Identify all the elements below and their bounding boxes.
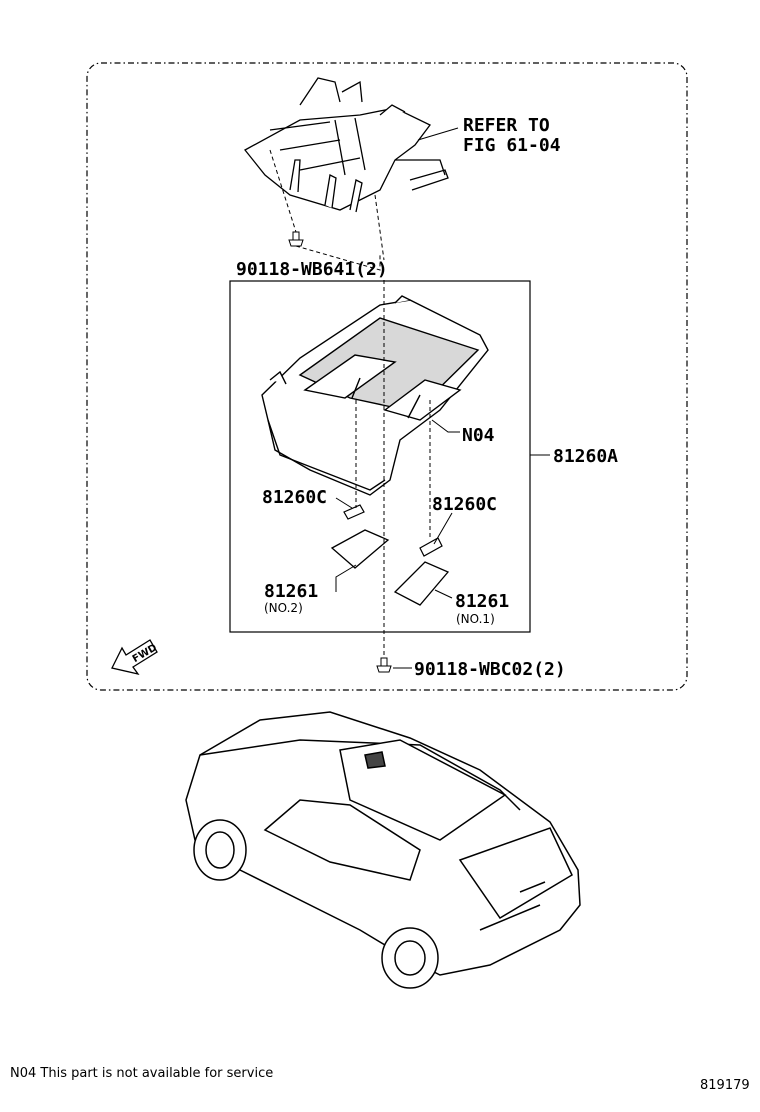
- roof-bracket-drawing: [244, 77, 449, 213]
- refer-to-line2: FIG 61-04: [463, 135, 561, 156]
- assembly-frame: [229, 280, 531, 633]
- bulb-right-icon: [419, 537, 443, 557]
- lens-right-icon: [393, 561, 450, 606]
- bulb-left-icon: [343, 504, 365, 520]
- lens-right-part-number: 81261: [455, 591, 509, 612]
- bolt-bottom-part-number: 90118-WBC02(2): [414, 659, 566, 680]
- leader-lines: [335, 419, 550, 669]
- outer-frame: [86, 62, 688, 691]
- lens-left-part-number: 81261: [264, 581, 318, 602]
- refer-to-line1: REFER TO: [463, 115, 550, 136]
- vehicle-illustration: [185, 711, 581, 989]
- bolt-top-part-number: 90118-WB641(2): [236, 259, 388, 280]
- map-lamp-assembly-drawing: [261, 295, 489, 496]
- refer-leader: [417, 127, 459, 141]
- figure-code: 819179: [700, 1078, 750, 1093]
- lens-left-icon: [330, 529, 390, 569]
- n04-label: N04: [462, 425, 495, 446]
- bolt-top-leader: [269, 149, 381, 271]
- bolt-bottom-icon: [376, 657, 392, 673]
- bulb-left-part-number: 81260C: [262, 487, 327, 508]
- lens-right-sub-label: (NO.1): [456, 612, 495, 626]
- fwd-arrow-icon: [111, 639, 158, 676]
- assembly-part-number: 81260A: [553, 446, 618, 467]
- footnote: N04 This part is not available for servi…: [10, 1066, 274, 1081]
- bolt-top-icon: [288, 231, 304, 247]
- bulb-right-part-number: 81260C: [432, 494, 497, 515]
- lens-left-sub-label: (NO.2): [264, 601, 303, 615]
